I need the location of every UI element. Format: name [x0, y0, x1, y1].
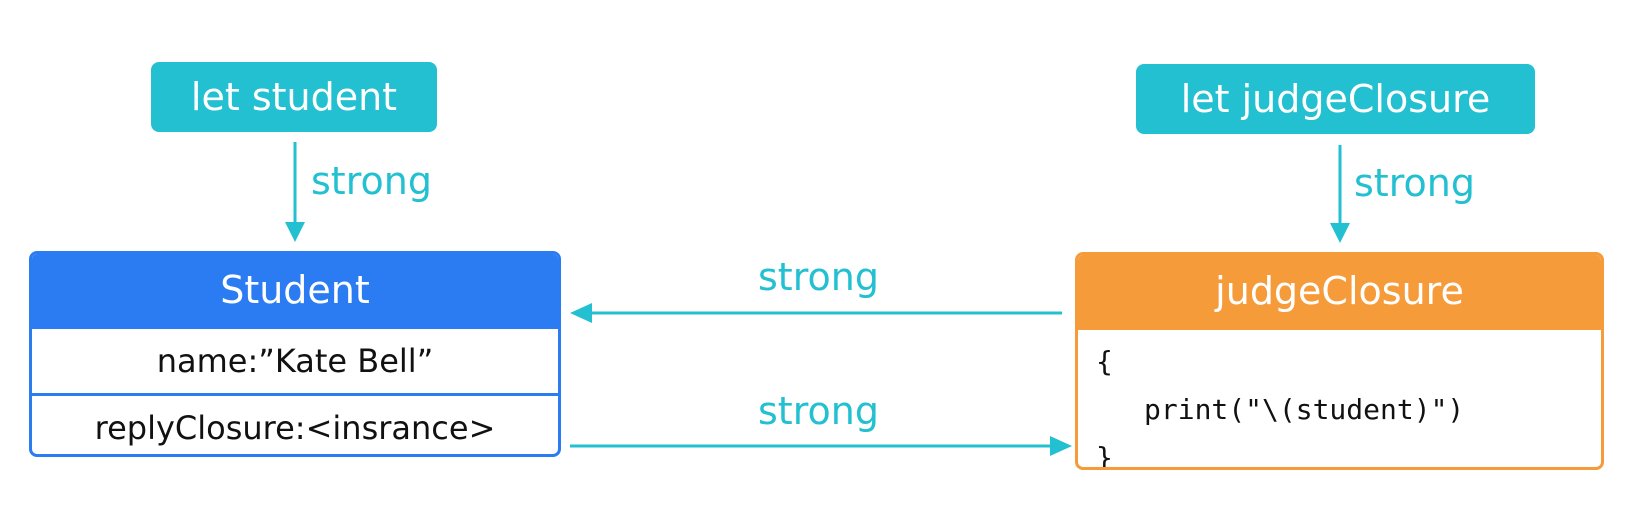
closure-to-student-label: strong — [758, 255, 879, 299]
student-reply-closure-field: replyClosure:<insrance> — [32, 393, 558, 454]
arrow-closure-var-to-closure — [1330, 145, 1350, 243]
arrow-student-var-to-student — [285, 142, 305, 242]
student-ref-label: strong — [311, 159, 432, 203]
student-class-box: Student name:”Kate Bell” replyClosure:<i… — [29, 251, 561, 457]
judge-closure-box: judgeClosure { print("\(student)")} — [1075, 252, 1604, 470]
judge-closure-variable-label: let judgeClosure — [1180, 77, 1491, 121]
judge-closure-box-title: judgeClosure — [1078, 255, 1601, 330]
student-name-field: name:”Kate Bell” — [32, 326, 558, 393]
student-box-title: Student — [32, 254, 558, 326]
student-to-closure-label: strong — [758, 389, 879, 433]
code-print-line: print("\(student)") — [1144, 393, 1465, 426]
closure-ref-label: strong — [1354, 161, 1475, 205]
student-variable-node: let student — [151, 62, 437, 132]
code-open-brace: { — [1096, 345, 1113, 378]
judge-closure-variable-node: let judgeClosure — [1136, 64, 1535, 134]
student-variable-label: let student — [190, 75, 398, 119]
closure-code-block: { print("\(student)")} — [1078, 330, 1601, 470]
arrow-closure-to-student — [570, 303, 1062, 323]
arrow-student-to-closure — [570, 436, 1072, 456]
code-close-brace: } — [1096, 441, 1113, 470]
